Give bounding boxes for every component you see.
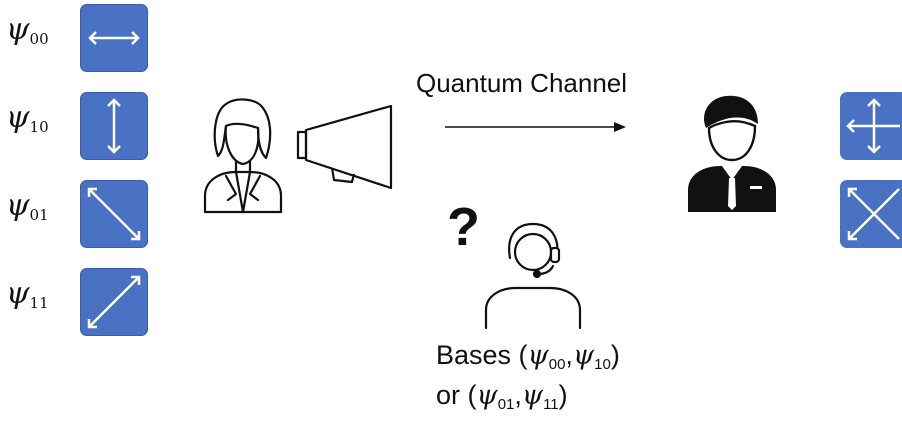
bases-psi-10: ψ (572, 340, 595, 371)
or-suffix: ) (558, 380, 568, 410)
psi-11-label: ψ11 (6, 276, 49, 312)
horizontal-double-arrow-icon (88, 31, 140, 45)
channel-arrow-head (614, 122, 626, 132)
bases-suffix: ) (610, 340, 620, 370)
eavesdropper-question-mark: ? (447, 197, 480, 257)
bases-prefix: Bases ( (436, 340, 528, 370)
horizontal-polarization-tile (80, 4, 148, 72)
bases-psi-00: ψ (527, 340, 549, 371)
receiver-man-icon (688, 95, 776, 212)
psi-00-label: ψ00 (6, 12, 49, 48)
bases-psi-11-sub: 11 (543, 396, 559, 413)
bases-psi-11: ψ (521, 380, 544, 411)
diagonal-up-polarization-tile (80, 268, 148, 336)
or-separator: , (514, 380, 522, 410)
bases-psi-01-sub: 01 (497, 396, 515, 413)
bases-separator: , (565, 340, 573, 370)
bases-psi-10-sub: 10 (594, 356, 611, 373)
bases-line-1: Bases (ψ00,ψ10) (436, 340, 620, 373)
quantum-channel-label: Quantum Channel (416, 68, 628, 98)
diagonal-up-double-arrow-icon (87, 275, 141, 329)
psi-01-label: ψ01 (6, 188, 49, 224)
bases-line-2: or (ψ01,ψ11) (436, 380, 568, 413)
psi-10-label: ψ10 (6, 100, 49, 136)
vertical-double-arrow-icon (107, 98, 121, 154)
sender-woman-icon (203, 98, 283, 214)
diagonal-down-polarization-tile (80, 180, 148, 248)
bases-psi-00-sub: 00 (548, 356, 566, 373)
diagonal-basis-tile (840, 180, 902, 248)
or-prefix: or ( (436, 380, 477, 410)
diagonal-cross-arrows-icon (847, 187, 900, 241)
eavesdropper-headset-icon (484, 222, 582, 330)
diagonal-down-double-arrow-icon (87, 187, 141, 241)
rectilinear-cross-arrows-icon (846, 98, 900, 154)
rectilinear-basis-tile (840, 92, 902, 160)
vertical-polarization-tile (80, 92, 148, 160)
megaphone-icon (296, 104, 393, 190)
bases-psi-01: ψ (476, 380, 498, 411)
